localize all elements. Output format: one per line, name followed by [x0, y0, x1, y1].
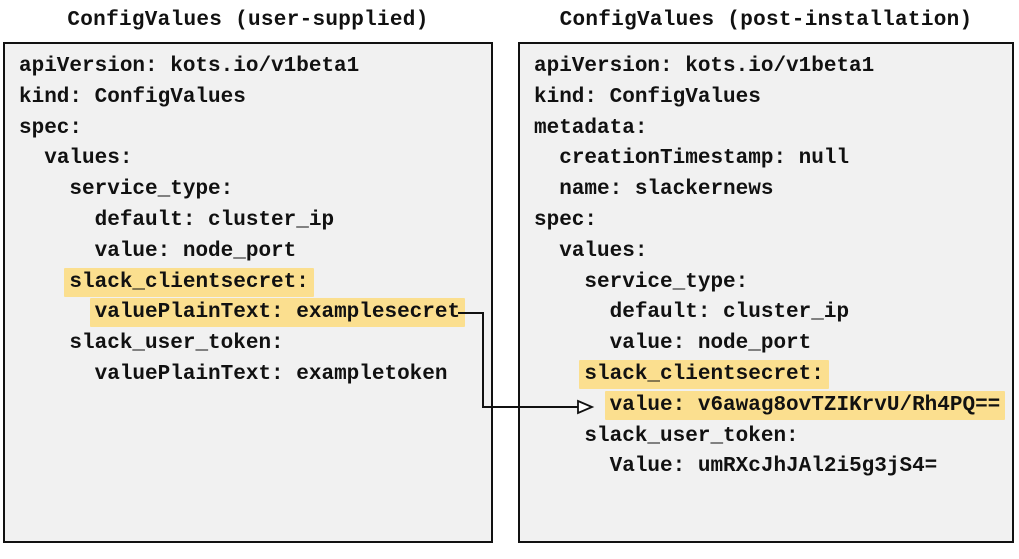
yaml-indent — [19, 301, 95, 324]
yaml-token-highlighted: valuePlainText: examplesecret — [89, 298, 466, 328]
yaml-indent — [534, 425, 584, 448]
yaml-token: service_type: — [69, 178, 234, 202]
yaml-indent — [19, 363, 95, 386]
yaml-line: value: node_port — [534, 329, 1012, 360]
yaml-line: valuePlainText: exampletoken — [19, 360, 491, 391]
yaml-panel-post-installation: apiVersion: kots.io/v1beta1 kind: ConfigV… — [518, 42, 1014, 543]
yaml-indent — [19, 209, 95, 232]
yaml-indent — [534, 271, 584, 294]
yaml-token: values: — [559, 239, 648, 263]
yaml-line: service_type: — [19, 175, 491, 206]
yaml-line: spec: — [534, 206, 1012, 237]
panel-title-user-supplied: ConfigValues (user-supplied) — [67, 9, 429, 32]
yaml-line: kind: ConfigValues — [19, 83, 491, 114]
yaml-line: name: slackernews — [534, 175, 1012, 206]
yaml-token: value: node_port — [609, 332, 812, 356]
yaml-token: valuePlainText: exampletoken — [94, 362, 448, 386]
yaml-line: valuePlainText: examplesecret — [19, 298, 491, 329]
yaml-token-highlighted: value: v6awag8ovTZIKrvU/Rh4PQ== — [604, 390, 1006, 420]
yaml-token-highlighted: slack_clientsecret: — [64, 267, 314, 297]
yaml-token: value: node_port — [94, 239, 297, 263]
yaml-indent — [534, 147, 559, 170]
panel-title-post-installation: ConfigValues (post-installation) — [559, 9, 973, 32]
yaml-indent — [534, 363, 584, 386]
yaml-token: default: cluster_ip — [609, 301, 850, 325]
yaml-indent — [534, 301, 610, 324]
yaml-token: service_type: — [584, 270, 749, 294]
yaml-token: kind: ConfigValues — [19, 85, 246, 109]
yaml-line: kind: ConfigValues — [534, 83, 1012, 114]
yaml-indent — [19, 178, 69, 201]
yaml-line: values: — [534, 237, 1012, 268]
yaml-indent — [534, 455, 610, 478]
yaml-indent — [19, 240, 95, 263]
yaml-line: creationTimestamp: null — [534, 144, 1012, 175]
yaml-indent — [534, 394, 610, 417]
yaml-token: metadata: — [534, 116, 648, 140]
yaml-indent — [19, 147, 44, 170]
yaml-token: apiVersion: kots.io/v1beta1 — [534, 55, 875, 78]
yaml-indent — [534, 240, 559, 263]
yaml-indent — [19, 332, 69, 355]
yaml-token: spec: — [534, 208, 598, 232]
yaml-token: spec: — [19, 116, 83, 140]
yaml-line: default: cluster_ip — [19, 206, 491, 237]
yaml-indent — [534, 332, 610, 355]
yaml-line: slack_clientsecret: — [534, 359, 1012, 391]
yaml-line: value: node_port — [19, 237, 491, 268]
yaml-token: apiVersion: kots.io/v1beta1 — [19, 55, 360, 78]
yaml-indent — [19, 271, 69, 294]
yaml-line: default: cluster_ip — [534, 298, 1012, 329]
yaml-line: metadata: — [534, 114, 1012, 145]
yaml-token: slack_user_token: — [69, 332, 284, 356]
yaml-token: slack_user_token: — [584, 424, 799, 448]
yaml-line: spec: — [19, 114, 491, 145]
yaml-indent — [534, 178, 559, 201]
yaml-line: slack_clientsecret: — [19, 267, 491, 299]
yaml-line: value: v6awag8ovTZIKrvU/Rh4PQ== — [534, 390, 1012, 422]
yaml-panel-user-supplied: apiVersion: kots.io/v1beta1 kind: ConfigV… — [3, 42, 493, 543]
yaml-token-highlighted: slack_clientsecret: — [579, 359, 829, 389]
yaml-line: values: — [19, 144, 491, 175]
yaml-line: Value: umRXcJhJAl2i5g3jS4= — [534, 452, 1012, 483]
yaml-line: apiVersion: kots.io/v1beta1 — [534, 52, 1012, 83]
yaml-line: service_type: — [534, 268, 1012, 299]
yaml-line: apiVersion: kots.io/v1beta1 — [19, 52, 491, 83]
yaml-token: kind: ConfigValues — [534, 85, 761, 109]
yaml-line: slack_user_token: — [534, 422, 1012, 453]
yaml-token: name: slackernews — [559, 178, 774, 202]
yaml-token: values: — [44, 147, 133, 171]
yaml-token: creationTimestamp: null — [559, 147, 850, 171]
yaml-token: Value: umRXcJhJAl2i5g3jS4= — [609, 455, 938, 479]
yaml-token: default: cluster_ip — [94, 208, 335, 232]
yaml-line: slack_user_token: — [19, 329, 491, 360]
